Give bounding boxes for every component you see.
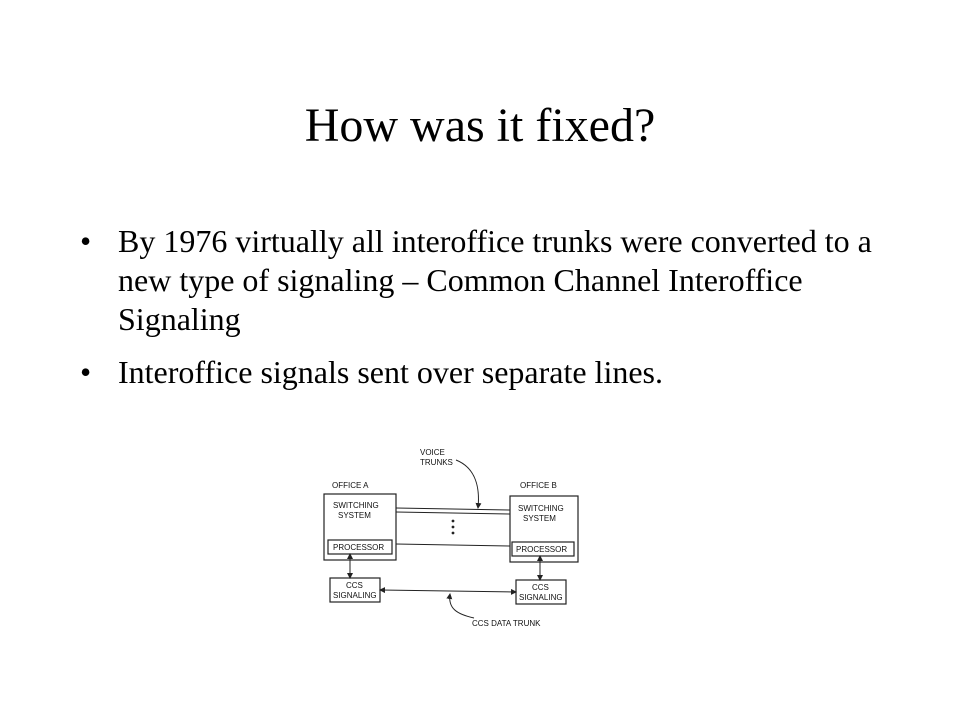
office-b-label: OFFICE B (520, 481, 557, 490)
ccs-data-trunk-label: CCS DATA TRUNK (472, 619, 541, 628)
voice-trunk-line (395, 511, 511, 515)
office-b-switching-box (509, 495, 579, 563)
office-b-processor-label: PROCESSOR (516, 545, 567, 554)
office-a-processor-label: PROCESSOR (333, 543, 384, 552)
voice-trunks-pointer (455, 459, 482, 509)
voice-trunk-line (395, 543, 511, 547)
ellipsis-dot (451, 519, 455, 523)
voice-trunks-label: VOICE (420, 448, 445, 457)
office-b-switching-label: SYSTEM (523, 514, 556, 523)
bullet-item: • By 1976 virtually all interoffice trun… (80, 222, 900, 339)
office-a-switching-label: SYSTEM (338, 511, 371, 520)
office-b-switching-label: SWITCHING (518, 504, 564, 513)
ccs-data-trunk-pointer (446, 593, 475, 619)
office-b-ccs-label: CCS (532, 583, 549, 592)
ccs-data-trunk-line (379, 587, 517, 595)
bullet-text: Interoffice signals sent over separate l… (118, 354, 663, 390)
bullet-text: By 1976 virtually all interoffice trunks… (118, 223, 872, 337)
office-b-ccs-label: SIGNALING (519, 593, 563, 602)
bullet-item: • Interoffice signals sent over separate… (80, 353, 900, 392)
office-a-switching-box (323, 493, 397, 561)
bullet-list: • By 1976 virtually all interoffice trun… (80, 222, 900, 406)
office-a-switching-label: SWITCHING (333, 501, 379, 510)
ellipsis-dot (451, 531, 455, 535)
office-a-processor-box (327, 539, 393, 555)
office-a-label: OFFICE A (332, 481, 369, 490)
ellipsis-dot (451, 525, 455, 529)
bullet-dot-icon: • (80, 223, 92, 259)
office-b-processor-box (511, 541, 575, 557)
slide-title: How was it fixed? (304, 99, 656, 152)
voice-trunk-line (395, 507, 511, 511)
office-a-ccs-label: CCS (346, 581, 363, 590)
voice-trunks-label: TRUNKS (420, 458, 453, 467)
bullet-dot-icon: • (80, 354, 92, 390)
ccs-network-diagram: VOICE TRUNKS OFFICE A OFFICE B SWITCHING… (323, 448, 579, 628)
office-a-ccs-label: SIGNALING (333, 591, 377, 600)
